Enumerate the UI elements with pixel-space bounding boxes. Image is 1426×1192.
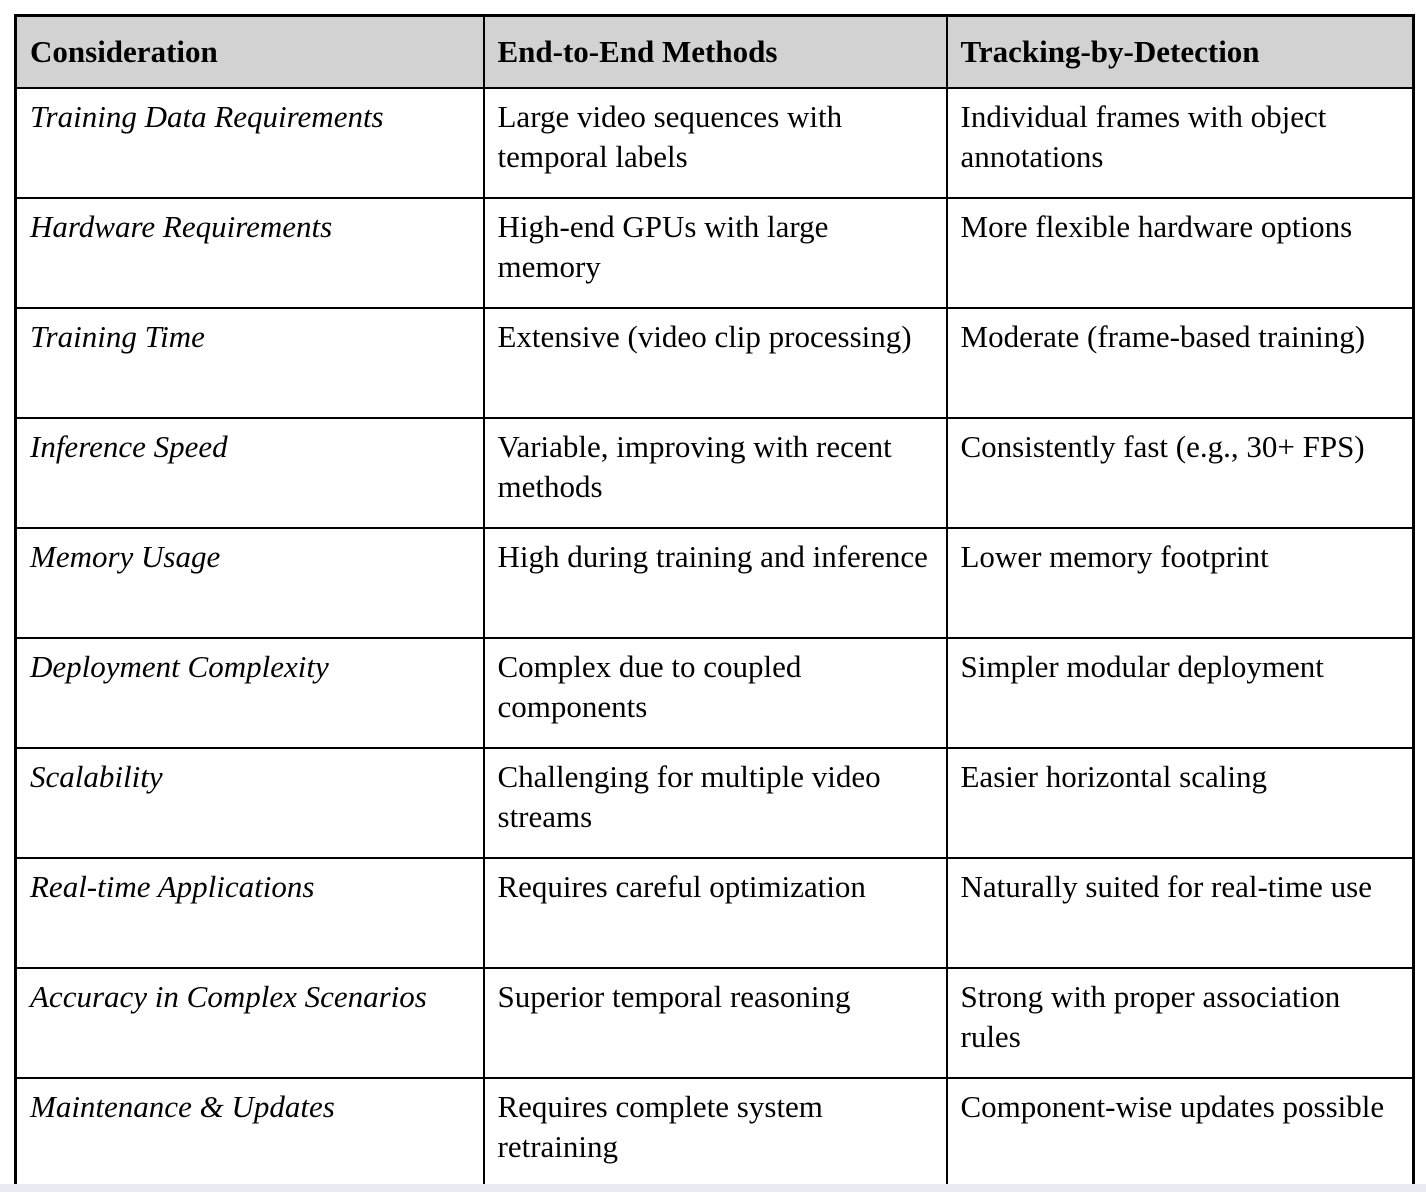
table-row: Training Time Extensive (video clip proc… [14, 306, 1415, 419]
cell-end-to-end: Large video sequences with temporal labe… [482, 86, 948, 199]
cell-consideration: Scalability [14, 746, 485, 859]
table-row: Scalability Challenging for multiple vid… [14, 746, 1415, 859]
cell-tracking: Moderate (frame-based training) [945, 306, 1415, 419]
cell-end-to-end: Variable, improving with recent methods [482, 416, 948, 529]
cell-tracking: Easier horizontal scaling [945, 746, 1415, 859]
cell-end-to-end: High during training and inference [482, 526, 948, 639]
cell-consideration: Real-time Applications [14, 856, 485, 969]
cell-end-to-end: Superior temporal reasoning [482, 966, 948, 1079]
column-header-consideration: Consideration [14, 14, 485, 89]
table-row: Training Data Requirements Large video s… [14, 86, 1415, 199]
cell-end-to-end: High-end GPUs with large memory [482, 196, 948, 309]
cell-tracking: Strong with proper association rules [945, 966, 1415, 1079]
table-row: Deployment Complexity Complex due to cou… [14, 636, 1415, 749]
cell-consideration: Accuracy in Complex Scenarios [14, 966, 485, 1079]
cell-consideration: Memory Usage [14, 526, 485, 639]
cell-tracking: Simpler modular deployment [945, 636, 1415, 749]
column-header-tracking-by-detection: Tracking-by-Detection [945, 14, 1415, 89]
cell-consideration: Training Time [14, 306, 485, 419]
table-row: Accuracy in Complex Scenarios Superior t… [14, 966, 1415, 1079]
column-header-end-to-end-methods: End-to-End Methods [482, 14, 948, 89]
cell-tracking: Naturally suited for real-time use [945, 856, 1415, 969]
table-row: Memory Usage High during training and in… [14, 526, 1415, 639]
cell-end-to-end: Requires careful optimization [482, 856, 948, 969]
table-row: Hardware Requirements High-end GPUs with… [14, 196, 1415, 309]
cell-tracking: More flexible hardware options [945, 196, 1415, 309]
cell-end-to-end: Complex due to coupled components [482, 636, 948, 749]
cell-tracking: Lower memory footprint [945, 526, 1415, 639]
table-row: Real-time Applications Requires careful … [14, 856, 1415, 969]
cell-consideration: Maintenance & Updates [14, 1076, 485, 1189]
cell-tracking: Consistently fast (e.g., 30+ FPS) [945, 416, 1415, 529]
table-row: Inference Speed Variable, improving with… [14, 416, 1415, 529]
header-row: Consideration End-to-End Methods Trackin… [14, 14, 1415, 89]
cell-tracking: Component-wise updates possible [945, 1076, 1415, 1189]
cell-tracking: Individual frames with object annotation… [945, 86, 1415, 199]
cell-end-to-end: Challenging for multiple video streams [482, 746, 948, 859]
cell-consideration: Training Data Requirements [14, 86, 485, 199]
cell-consideration: Inference Speed [14, 416, 485, 529]
cell-consideration: Hardware Requirements [14, 196, 485, 309]
cell-consideration: Deployment Complexity [14, 636, 485, 749]
table-row: Maintenance & Updates Requires complete … [14, 1076, 1415, 1189]
cell-end-to-end: Extensive (video clip processing) [482, 306, 948, 419]
cell-end-to-end: Requires complete system retraining [482, 1076, 948, 1189]
page-edge-strip [0, 1184, 1426, 1192]
comparison-table: Consideration End-to-End Methods Trackin… [14, 14, 1415, 1189]
